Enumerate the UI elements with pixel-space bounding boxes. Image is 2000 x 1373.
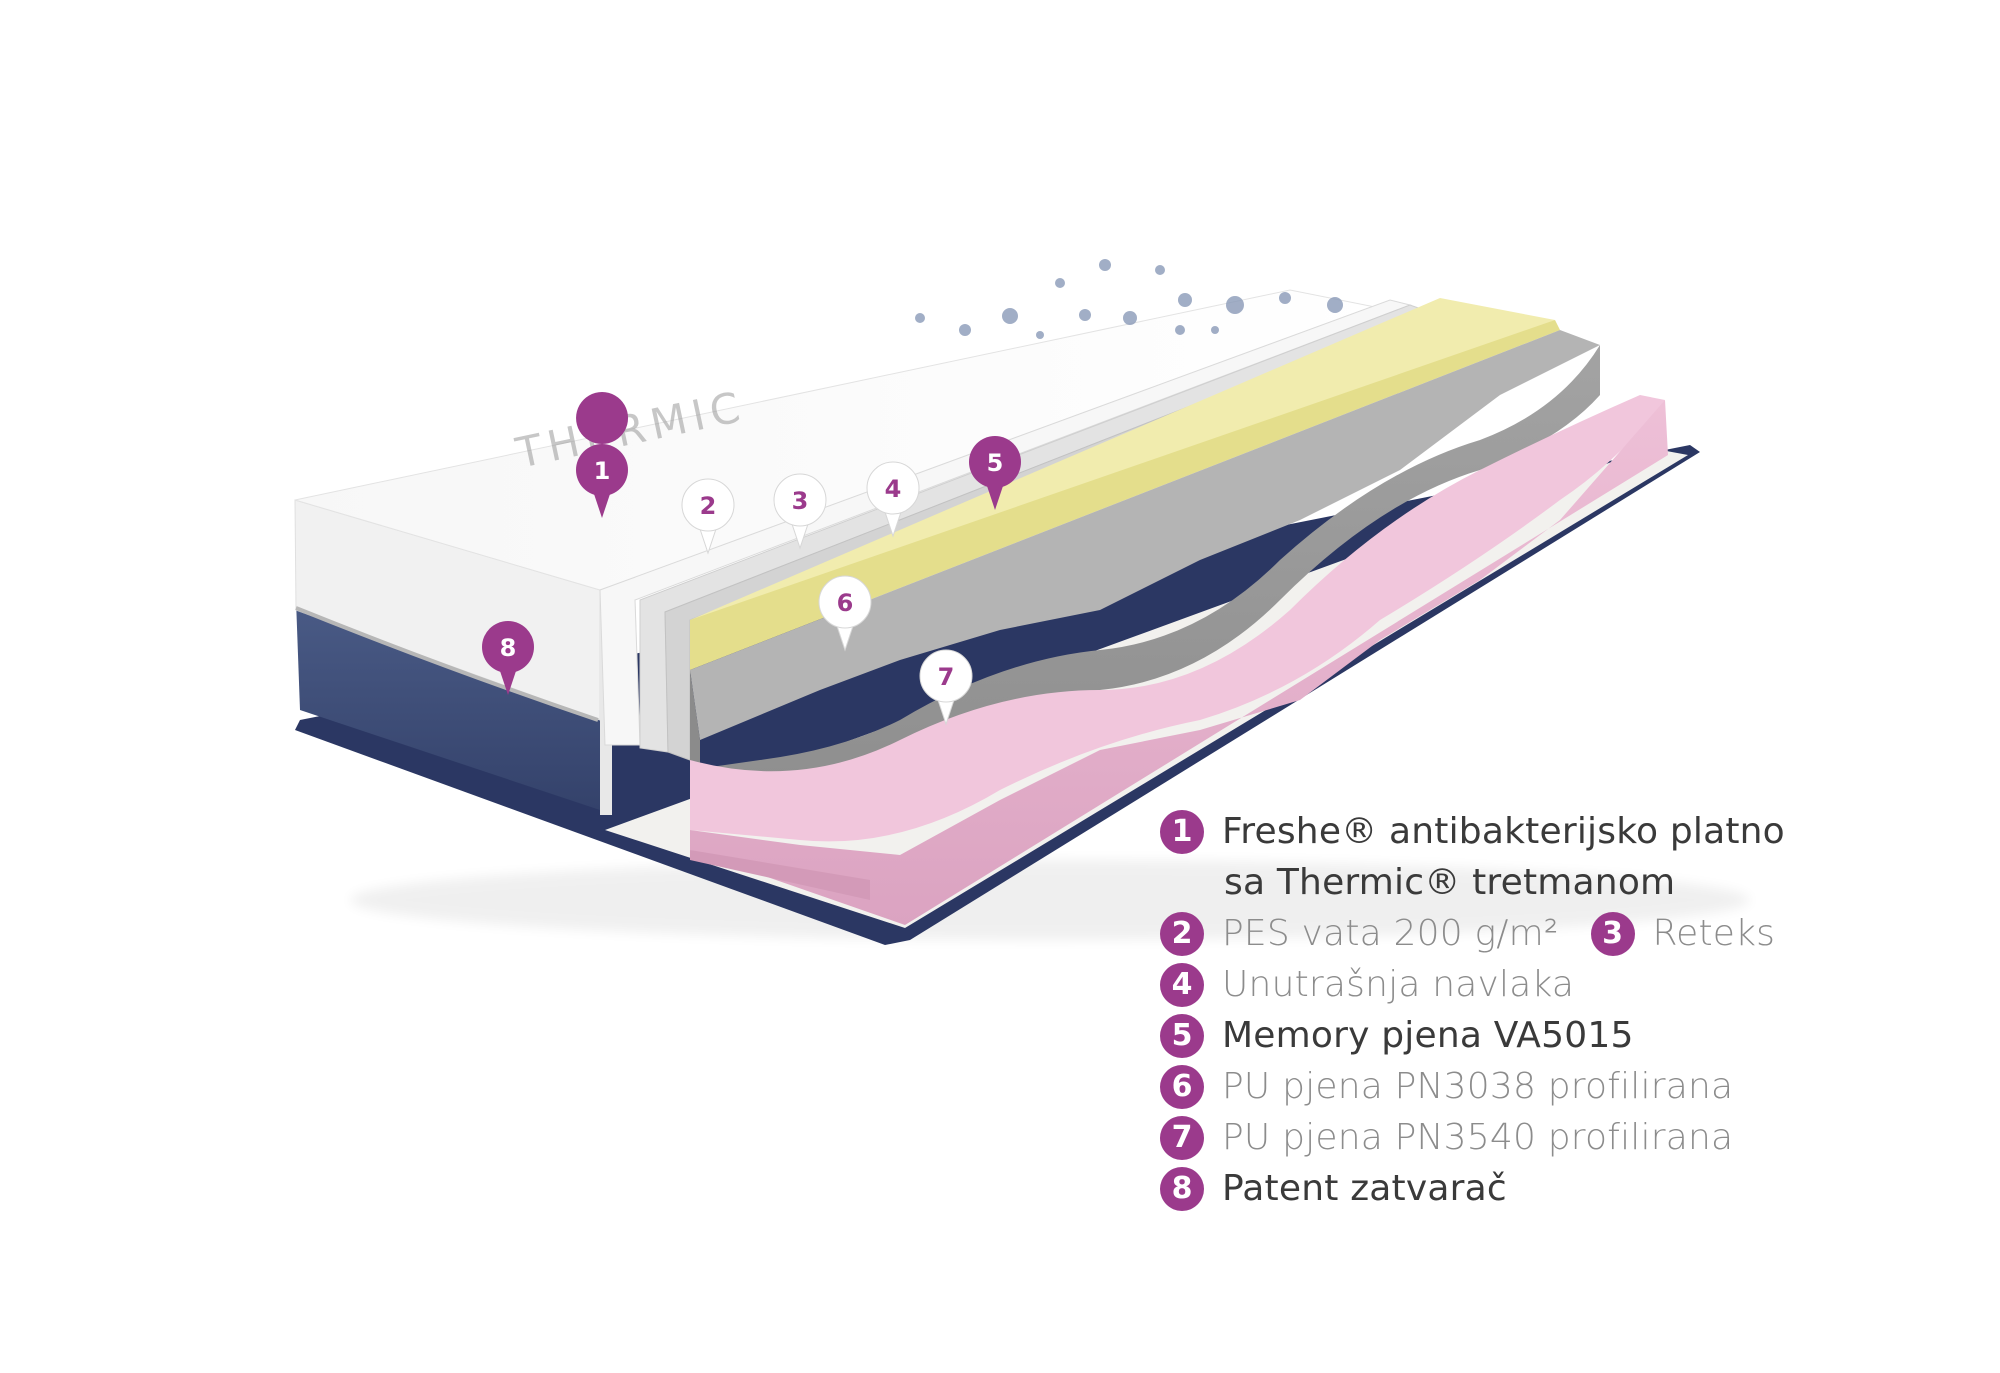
marker-1[interactable]: 1	[576, 392, 629, 518]
marker-2[interactable]: 2	[681, 478, 735, 555]
marker-6[interactable]: 6	[818, 575, 872, 652]
marker-7[interactable]: 7	[919, 649, 973, 726]
legend-item-7: 7 PU pjena PN3540 profilirana	[1160, 1112, 1980, 1163]
zipper-line	[295, 606, 599, 722]
marker-7-label: 7	[938, 663, 955, 691]
legend-item-6: 6 PU pjena PN3038 profilirana	[1160, 1061, 1980, 1112]
legend-item-1: 1 Freshe® antibakterijsko platno	[1160, 806, 1980, 857]
layer-legend: 1 Freshe® antibakterijsko platno sa Ther…	[1160, 806, 1980, 1214]
marker-5[interactable]: 5	[969, 436, 1021, 510]
legend-text-1b: sa Thermic® tretmanom	[1224, 862, 1676, 903]
legend-text-8: Patent zatvarač	[1222, 1168, 1507, 1209]
layer-memory-foam-front	[690, 320, 1560, 670]
legend-item-5: 5 Memory pjena VA5015	[1160, 1010, 1980, 1061]
legend-item-4: 4 Unutrašnja navlaka	[1160, 959, 1980, 1010]
legend-item-1-cont: sa Thermic® tretmanom	[1160, 857, 1980, 908]
legend-text-1a: Freshe® antibakterijsko platno	[1222, 811, 1785, 852]
legend-badge-3: 3	[1590, 911, 1635, 956]
legend-item-8: 8 Patent zatvarač	[1160, 1163, 1980, 1214]
legend-badge-6: 6	[1160, 1064, 1204, 1109]
marker-8[interactable]: 8	[482, 621, 534, 695]
marker-8-label: 8	[500, 634, 517, 662]
legend-text-5: Memory pjena VA5015	[1222, 1015, 1634, 1056]
legend-item-2-3: 2 PES vata 200 g/m² 3 Reteks	[1160, 908, 1980, 959]
layer-pes-vata	[599, 299, 1412, 746]
legend-badge-8: 8	[1160, 1166, 1204, 1211]
legend-badge-1: 1	[1160, 809, 1204, 854]
marker-3-label: 3	[792, 487, 809, 515]
ground-shadow	[350, 860, 1750, 940]
marker-5-label: 5	[987, 449, 1004, 477]
layer-pu-foam-pink-end	[690, 760, 870, 900]
layer-pu-foam-grey-top	[690, 330, 1600, 740]
marker-4-label: 4	[885, 475, 902, 503]
legend-badge-2: 2	[1160, 911, 1204, 956]
legend-text-2: PES vata 200 g/m²	[1222, 913, 1559, 954]
marker-4[interactable]: 4	[866, 461, 920, 538]
marker-6-label: 6	[837, 589, 854, 617]
legend-text-3: Reteks	[1652, 913, 1776, 954]
marker-3[interactable]: 3	[773, 473, 827, 550]
bottom-cover-front	[296, 600, 600, 810]
dot-pattern	[915, 259, 1343, 339]
marker-2-label: 2	[700, 492, 717, 520]
layer-pu-foam-pink-top	[690, 395, 1665, 842]
legend-badge-5: 5	[1160, 1013, 1204, 1058]
legend-text-4: Unutrašnja navlaka	[1222, 964, 1575, 1005]
legend-text-7: PU pjena PN3540 profilirana	[1222, 1117, 1734, 1158]
legend-text-6: PU pjena PN3038 profilirana	[1222, 1066, 1734, 1107]
marker-1-label: 1	[594, 457, 611, 485]
legend-badge-4: 4	[1160, 962, 1204, 1007]
legend-badge-7: 7	[1160, 1115, 1204, 1160]
